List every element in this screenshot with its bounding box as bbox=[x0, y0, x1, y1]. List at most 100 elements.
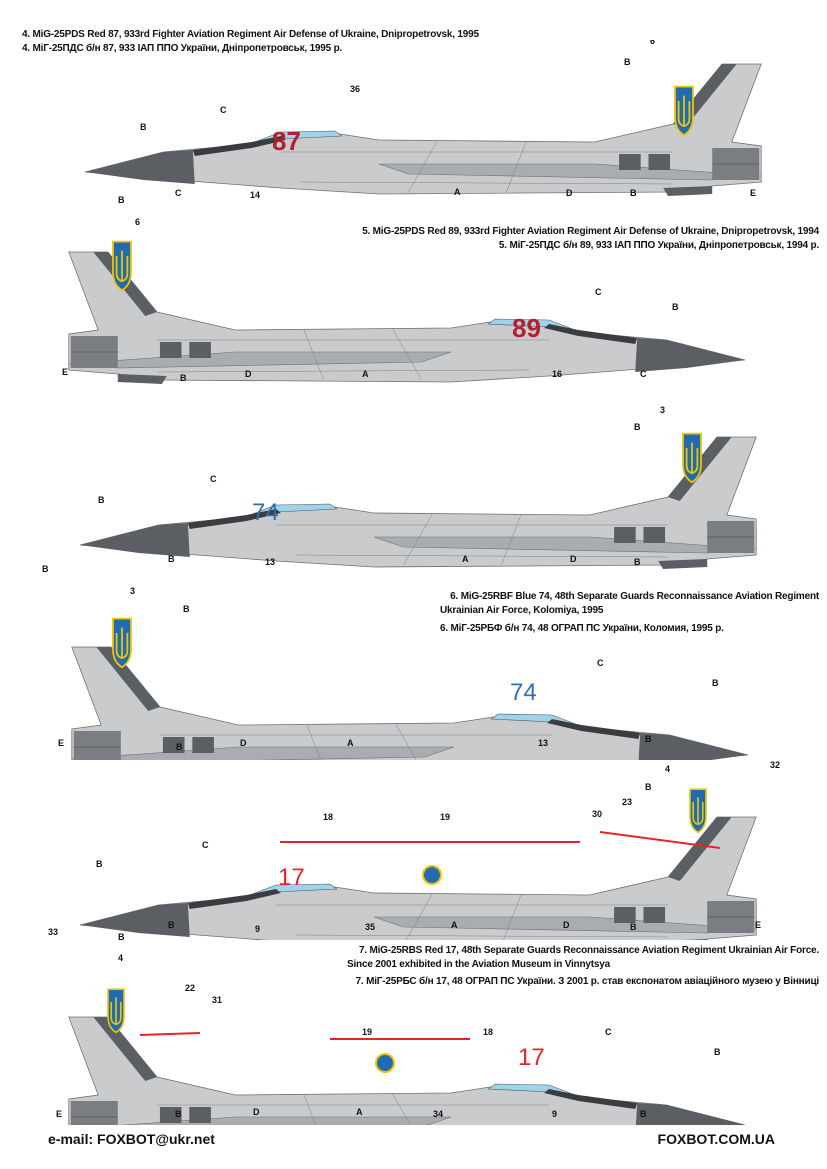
emblem-owl bbox=[422, 865, 442, 885]
svg-text:33: 33 bbox=[48, 927, 58, 937]
svg-text:B: B bbox=[714, 1047, 721, 1057]
caption-7-en-2: Since 2001 exhibited in the Aviation Mus… bbox=[347, 959, 610, 970]
svg-text:D: D bbox=[570, 554, 577, 564]
svg-text:4: 4 bbox=[118, 953, 123, 963]
profile-5-aircraft: 89 B 6 C B C 16 A D B E bbox=[62, 195, 746, 385]
svg-text:B: B bbox=[180, 373, 187, 383]
profile-7-upper-aircraft: 17 32 4 B 23 30 19 18 C B B 9 35 A D B E bbox=[79, 760, 780, 940]
footer-site[interactable]: FOXBOT.COM.UA bbox=[657, 1131, 775, 1147]
red-stripe bbox=[280, 831, 721, 849]
svg-text:B: B bbox=[168, 554, 175, 564]
svg-text:E: E bbox=[750, 188, 756, 198]
svg-text:19: 19 bbox=[440, 812, 450, 822]
svg-text:18: 18 bbox=[323, 812, 333, 822]
svg-text:B: B bbox=[168, 920, 175, 930]
profile-7-lower-aircraft: 17 33 B 4 22 31 19 18 C B B 9 34 A D B E bbox=[48, 927, 746, 1125]
svg-text:C: C bbox=[605, 1027, 612, 1037]
svg-text:B: B bbox=[712, 678, 719, 688]
svg-text:A: A bbox=[451, 920, 458, 930]
svg-text:B: B bbox=[630, 922, 637, 932]
svg-text:C: C bbox=[595, 287, 602, 297]
svg-text:E: E bbox=[755, 920, 761, 930]
svg-text:6: 6 bbox=[650, 40, 655, 46]
svg-text:6: 6 bbox=[135, 217, 140, 227]
svg-text:B: B bbox=[176, 742, 183, 752]
svg-text:35: 35 bbox=[365, 922, 375, 932]
svg-text:C: C bbox=[640, 369, 647, 379]
svg-text:32: 32 bbox=[770, 760, 780, 770]
svg-text:B: B bbox=[118, 932, 125, 942]
svg-text:E: E bbox=[56, 1109, 62, 1119]
svg-text:D: D bbox=[240, 738, 247, 748]
svg-text:C: C bbox=[202, 840, 209, 850]
svg-text:C: C bbox=[597, 658, 604, 668]
caption-5-en: 5. MiG-25PDS Red 89, 933rd Fighter Aviat… bbox=[362, 226, 819, 237]
svg-text:A: A bbox=[462, 554, 469, 564]
svg-text:B: B bbox=[140, 122, 147, 132]
svg-text:16: 16 bbox=[552, 369, 562, 379]
caption-4-ua: 4. МіГ-25ПДС б/н 87, 933 ІАП ППО України… bbox=[22, 43, 343, 54]
svg-text:9: 9 bbox=[255, 924, 260, 934]
svg-text:C: C bbox=[175, 188, 182, 198]
svg-text:13: 13 bbox=[538, 738, 548, 748]
side-number-17-lower: 17 bbox=[518, 1044, 545, 1071]
svg-text:3: 3 bbox=[130, 586, 135, 596]
side-number-89: 89 bbox=[512, 313, 541, 343]
svg-text:A: A bbox=[347, 738, 354, 748]
svg-text:B: B bbox=[645, 782, 652, 792]
svg-text:34: 34 bbox=[433, 1109, 443, 1119]
svg-text:B: B bbox=[96, 859, 103, 869]
svg-text:B: B bbox=[624, 57, 631, 67]
caption-7-ua: 7. МіГ-25РБС б/н 17, 48 ОГРАП ПС України… bbox=[355, 976, 820, 987]
svg-text:B: B bbox=[640, 1109, 647, 1119]
svg-text:B: B bbox=[98, 495, 105, 505]
footer-email[interactable]: e-mail: FOXBOT@ukr.net bbox=[48, 1131, 215, 1147]
profile-4-aircraft: 87 B C C 36 14 A D B B 6 E bbox=[84, 40, 762, 200]
side-number-87: 87 bbox=[272, 126, 301, 156]
svg-text:D: D bbox=[253, 1107, 260, 1117]
svg-text:B: B bbox=[183, 604, 190, 614]
red-stripe-lower bbox=[139, 1032, 470, 1040]
svg-text:3: 3 bbox=[660, 405, 665, 415]
svg-text:E: E bbox=[58, 738, 64, 748]
svg-text:B: B bbox=[175, 1109, 182, 1119]
svg-text:4: 4 bbox=[665, 764, 670, 774]
caption-7-en-1: 7. MiG-25RBS Red 17, 48th Separate Guard… bbox=[358, 945, 819, 956]
caption-5-ua: 5. МіГ-25ПДС б/н 89, 933 ІАП ППО України… bbox=[498, 240, 819, 251]
svg-text:18: 18 bbox=[483, 1027, 493, 1037]
svg-text:30: 30 bbox=[592, 809, 602, 819]
svg-text:B: B bbox=[634, 422, 641, 432]
svg-text:A: A bbox=[362, 369, 369, 379]
svg-text:D: D bbox=[566, 188, 573, 198]
caption-6-en-2: Ukrainian Air Force, Kolomiya, 1995 bbox=[440, 605, 604, 616]
svg-text:C: C bbox=[210, 474, 217, 484]
caption-6-en-1: 6. MiG-25RBF Blue 74, 48th Separate Guar… bbox=[450, 591, 819, 602]
svg-text:14: 14 bbox=[250, 190, 260, 200]
side-number-74-upper: 74 bbox=[252, 499, 279, 526]
svg-text:B: B bbox=[672, 302, 679, 312]
svg-text:B: B bbox=[634, 557, 641, 567]
svg-text:D: D bbox=[563, 920, 570, 930]
profile-6-lower-aircraft: 74 B 3 B C B B 13 A D B E bbox=[42, 564, 749, 760]
svg-text:A: A bbox=[356, 1107, 363, 1117]
svg-text:31: 31 bbox=[212, 995, 222, 1005]
svg-text:36: 36 bbox=[350, 84, 360, 94]
svg-text:23: 23 bbox=[622, 797, 632, 807]
svg-text:B: B bbox=[118, 195, 125, 205]
svg-text:E: E bbox=[755, 569, 761, 570]
svg-text:D: D bbox=[245, 369, 252, 379]
svg-text:9: 9 bbox=[552, 1109, 557, 1119]
side-number-74-lower: 74 bbox=[510, 679, 537, 706]
caption-6-ua: 6. МіГ-25РБФ б/н 74, 48 ОГРАП ПС України… bbox=[440, 623, 724, 634]
svg-text:C: C bbox=[220, 105, 227, 115]
svg-text:13: 13 bbox=[265, 557, 275, 567]
svg-text:E: E bbox=[62, 367, 68, 377]
svg-text:B: B bbox=[645, 734, 652, 744]
caption-4-en: 4. MiG-25PDS Red 87, 933rd Fighter Aviat… bbox=[22, 29, 479, 40]
profile-6-upper-aircraft: 74 3 B C B B 13 A D B E bbox=[79, 405, 761, 570]
emblem-owl-lower bbox=[375, 1053, 395, 1073]
svg-text:19: 19 bbox=[362, 1027, 372, 1037]
svg-text:B: B bbox=[42, 564, 49, 574]
svg-text:22: 22 bbox=[185, 983, 195, 993]
svg-text:B: B bbox=[630, 188, 637, 198]
